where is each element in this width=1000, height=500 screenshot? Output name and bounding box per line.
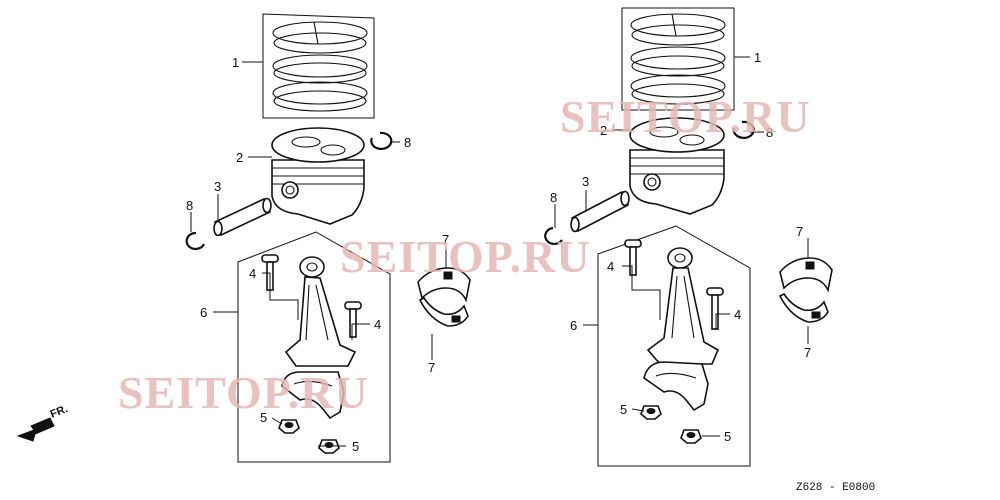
right-piston-rings [630, 13, 726, 105]
right-callout-2: 2 [600, 123, 607, 138]
right-callout-8-left: 8 [550, 190, 557, 205]
left-rod-bolt-lower [344, 301, 362, 338]
right-rod-assy-frame [597, 225, 751, 467]
right-callout-8-right: 8 [766, 125, 773, 140]
right-nut-lower [680, 429, 702, 444]
left-callout-6: 6 [200, 305, 207, 320]
left-rod-assy-frame [237, 231, 391, 463]
left-bearing-lower [418, 296, 469, 327]
right-leader-lines [554, 56, 809, 437]
right-connecting-rod [646, 247, 720, 365]
right-callout-5-lower: 5 [724, 429, 731, 444]
right-callout-1: 1 [754, 50, 761, 65]
left-callout-7-lower: 7 [428, 360, 435, 375]
right-piston [629, 117, 725, 215]
left-callout-5-lower: 5 [352, 439, 359, 454]
right-pin-clip-left [544, 226, 563, 246]
right-nut-upper [640, 405, 662, 420]
front-direction-label: FR. [49, 403, 70, 421]
left-callout-4-upper: 4 [249, 266, 256, 281]
right-assembly: 1 2 8 3 8 4 4 6 5 5 7 7 [544, 7, 833, 467]
watermark-top-right: SEITOP.RU [560, 91, 811, 142]
left-leader-lines [190, 61, 447, 447]
right-rod-cap [643, 361, 709, 412]
left-callout-3: 3 [214, 179, 221, 194]
front-arrow-icon [16, 417, 55, 442]
left-nut-upper [278, 419, 300, 434]
watermark-center: SEITOP.RU [340, 231, 591, 282]
left-callout-2: 2 [236, 150, 243, 165]
left-ring-set-frame [262, 13, 375, 119]
front-direction-indicator: FR. [16, 403, 70, 442]
right-pin-clip-right [732, 120, 755, 139]
left-rod-cap [281, 371, 345, 420]
right-rod-bolt-upper [624, 239, 642, 276]
left-piston-rings [272, 21, 368, 112]
right-callout-7-upper: 7 [796, 224, 803, 239]
left-piston-pin [213, 197, 272, 237]
left-bearing-upper [417, 267, 471, 303]
right-rod-bolt-lower [706, 287, 724, 330]
right-callout-7-lower: 7 [804, 345, 811, 360]
right-bearing-lower [778, 292, 829, 323]
left-callout-5-upper: 5 [260, 410, 267, 425]
left-pin-clip-right [370, 131, 393, 150]
right-bearing-upper [779, 257, 833, 293]
right-callout-3: 3 [582, 174, 589, 189]
right-callout-6: 6 [570, 318, 577, 333]
left-piston [271, 127, 365, 225]
drawing-code: Z628 - E0800 [796, 482, 875, 494]
watermark-bottom-left: SEITOP.RU [118, 367, 369, 418]
left-callout-8-left: 8 [186, 198, 193, 213]
right-piston-pin [570, 190, 630, 233]
left-callout-8-right: 8 [404, 135, 411, 150]
right-callout-4-lower: 4 [734, 307, 741, 322]
right-callout-5-upper: 5 [620, 402, 627, 417]
right-ring-set-frame [621, 7, 735, 111]
left-callout-4-lower: 4 [374, 317, 381, 332]
left-connecting-rod [284, 256, 357, 367]
right-callout-4-upper: 4 [607, 259, 614, 274]
left-callout-7-upper: 7 [442, 232, 449, 247]
left-pin-clip-left [185, 231, 205, 251]
left-callout-1: 1 [232, 55, 239, 70]
left-assembly: 1 2 8 3 8 4 4 6 5 5 7 7 [185, 13, 471, 463]
